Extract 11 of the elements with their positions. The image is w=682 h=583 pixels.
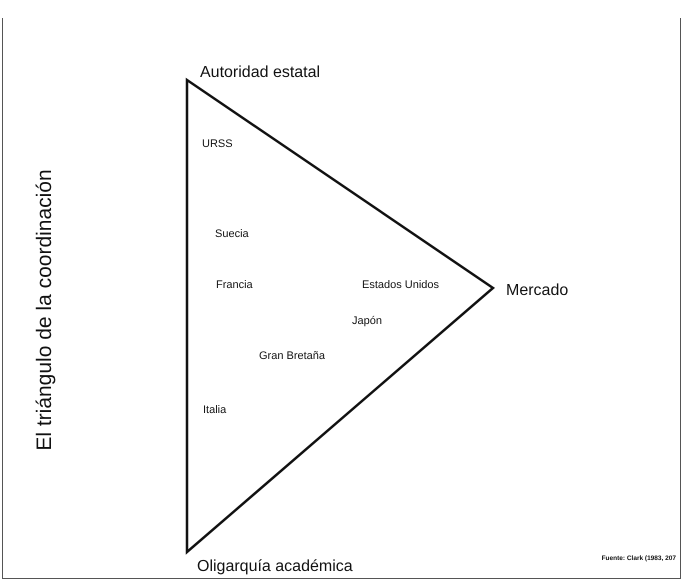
country-label: Suecia [215,228,249,240]
country-label: URSS [202,138,233,150]
vertex-label: Oligarquía académica [197,558,353,576]
country-label: Japón [352,315,382,327]
title: El triángulo de la coordinación [33,169,57,451]
country-label: Francia [216,279,253,291]
country-label: Italia [203,404,226,416]
country-label: Estados Unidos [362,279,440,291]
vertex-label: Autoridad estatal [200,64,320,82]
country-label: Gran Bretaña [259,350,326,362]
vertex-label: Mercado [506,282,568,300]
